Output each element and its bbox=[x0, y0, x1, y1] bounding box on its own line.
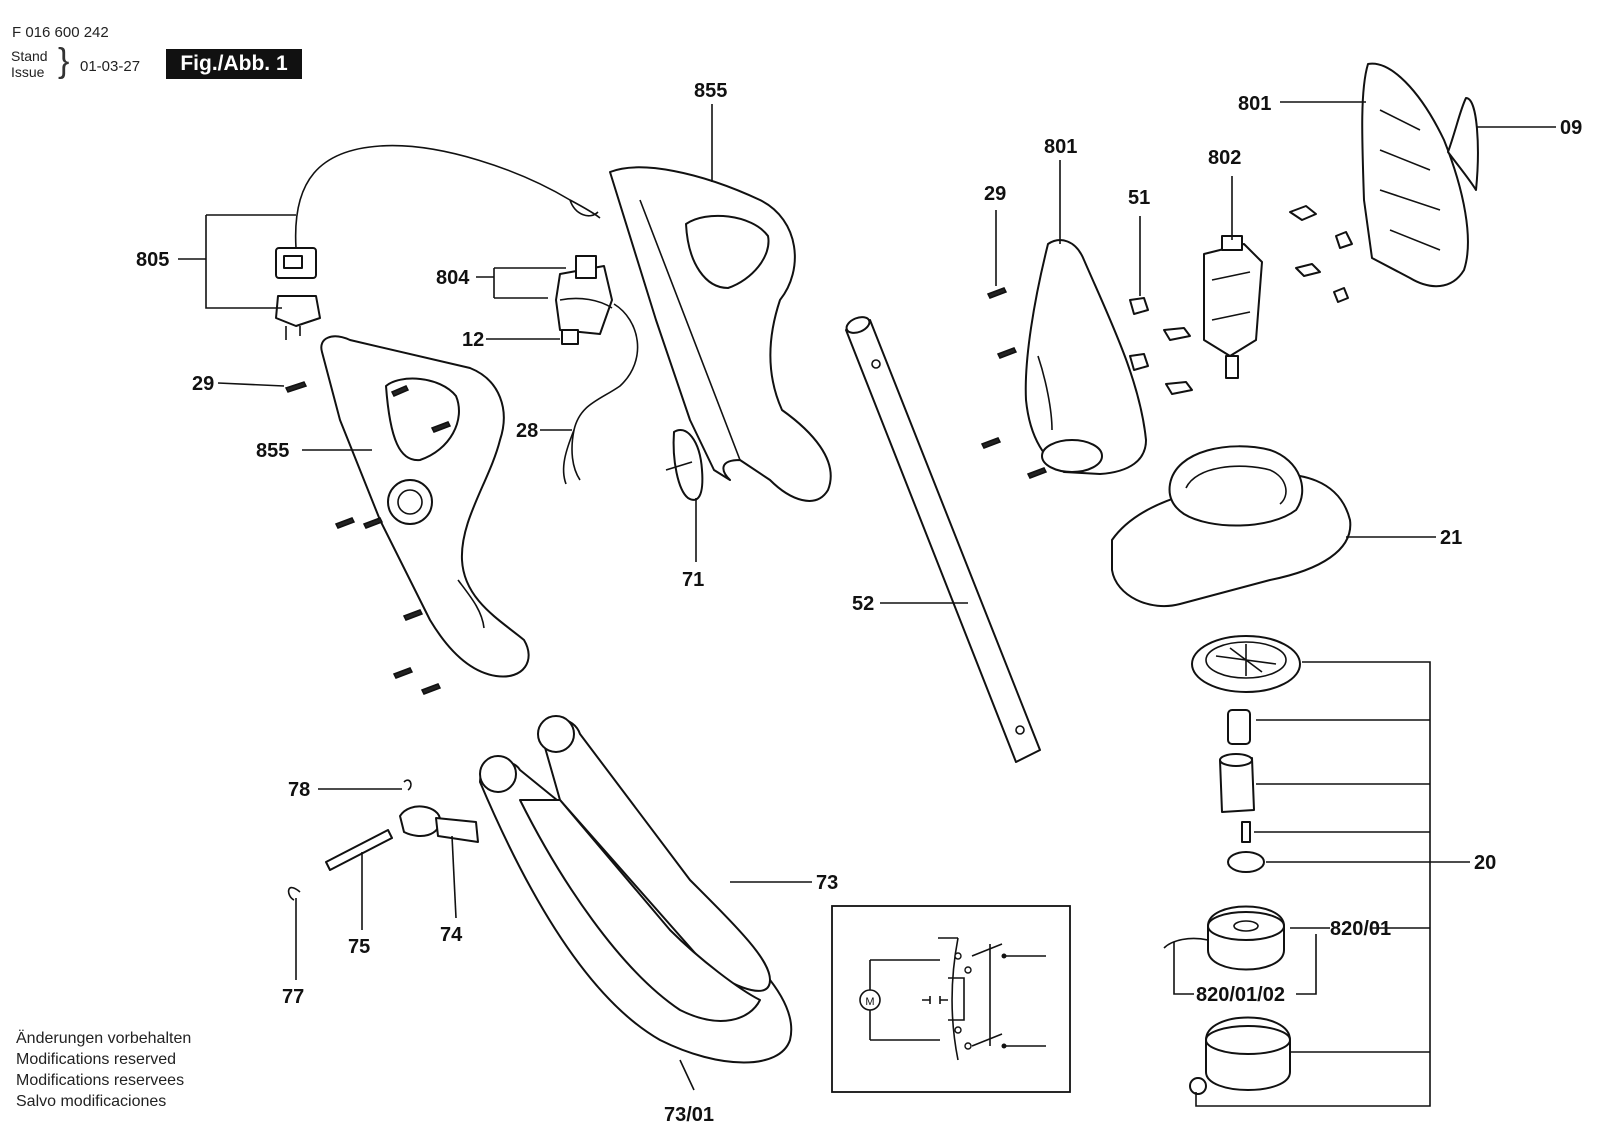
guard-21 bbox=[1111, 445, 1436, 608]
label-12: 12 bbox=[462, 329, 484, 351]
label-29-right: 29 bbox=[984, 183, 1006, 205]
modifications-notes: Änderungen vorbehalten Modifications res… bbox=[16, 1028, 191, 1112]
label-52: 52 bbox=[852, 593, 874, 615]
switch-804 bbox=[476, 255, 613, 335]
label-21: 21 bbox=[1440, 527, 1462, 549]
issue-date: 01-03-27 bbox=[80, 58, 141, 75]
figure-label: Fig./Abb. 1 bbox=[166, 49, 302, 79]
label-71: 71 bbox=[682, 569, 704, 591]
clip-78 bbox=[318, 779, 412, 791]
label-820-01: 820/01 bbox=[1330, 918, 1391, 940]
nuts-51 bbox=[1129, 216, 1193, 395]
label-801-mid: 801 bbox=[1044, 136, 1077, 158]
label-78: 78 bbox=[288, 779, 310, 801]
spool-assembly-20 bbox=[1163, 635, 1470, 1107]
wing-nut-74 bbox=[399, 805, 479, 919]
screws-left-handle bbox=[334, 385, 452, 695]
handle-half-855-left bbox=[302, 335, 530, 678]
aux-handle-73 bbox=[479, 715, 812, 1091]
label-77: 77 bbox=[282, 986, 304, 1008]
label-28: 28 bbox=[516, 420, 538, 442]
label-855-left: 855 bbox=[256, 440, 289, 462]
label-29-left: 29 bbox=[192, 373, 214, 395]
document-number: F 016 600 242 bbox=[12, 24, 109, 41]
label-805: 805 bbox=[136, 249, 169, 271]
label-855-right: 855 bbox=[694, 80, 727, 102]
note-de: Änderungen vorbehalten bbox=[16, 1030, 192, 1047]
lever-71 bbox=[665, 429, 704, 562]
label-73: 73 bbox=[816, 872, 838, 894]
note-en: Modifications reserved bbox=[16, 1051, 177, 1068]
screw-29-left bbox=[217, 381, 308, 393]
connector-12 bbox=[486, 329, 579, 345]
label-74: 74 bbox=[440, 924, 463, 946]
label-801-right: 801 bbox=[1238, 93, 1271, 115]
handle-half-855-right bbox=[609, 104, 832, 502]
tube-52 bbox=[845, 316, 1041, 763]
ring-77 bbox=[287, 886, 301, 980]
issue-label: Issue bbox=[11, 64, 45, 80]
label-820-01-02: 820/01/02 bbox=[1196, 984, 1285, 1006]
label-73-01: 73/01 bbox=[664, 1104, 714, 1126]
label-09: 09 bbox=[1560, 117, 1582, 139]
power-cord-805 bbox=[178, 144, 601, 340]
bolt-75 bbox=[325, 829, 393, 930]
brace-icon: } bbox=[58, 42, 70, 80]
motor-symbol-label: M bbox=[865, 996, 874, 1008]
label-75: 75 bbox=[348, 936, 370, 958]
label-20: 20 bbox=[1474, 852, 1496, 874]
motor-housing-801 bbox=[1024, 160, 1147, 475]
note-es: Salvo modificaciones bbox=[16, 1093, 167, 1110]
note-fr: Modifications reservees bbox=[16, 1072, 185, 1089]
wiring-schematic-inset: M bbox=[831, 905, 1071, 1093]
wire-28 bbox=[540, 303, 639, 485]
cover-09 bbox=[1447, 97, 1556, 191]
motor-housing-801-right bbox=[1280, 62, 1469, 303]
motor-802 bbox=[1203, 176, 1263, 379]
label-804: 804 bbox=[436, 267, 470, 289]
stand-issue-label: Stand Issue bbox=[11, 48, 48, 80]
label-51: 51 bbox=[1128, 187, 1150, 209]
screws-29-right bbox=[980, 210, 1048, 479]
stand-label: Stand bbox=[11, 48, 48, 64]
label-802: 802 bbox=[1208, 147, 1241, 169]
